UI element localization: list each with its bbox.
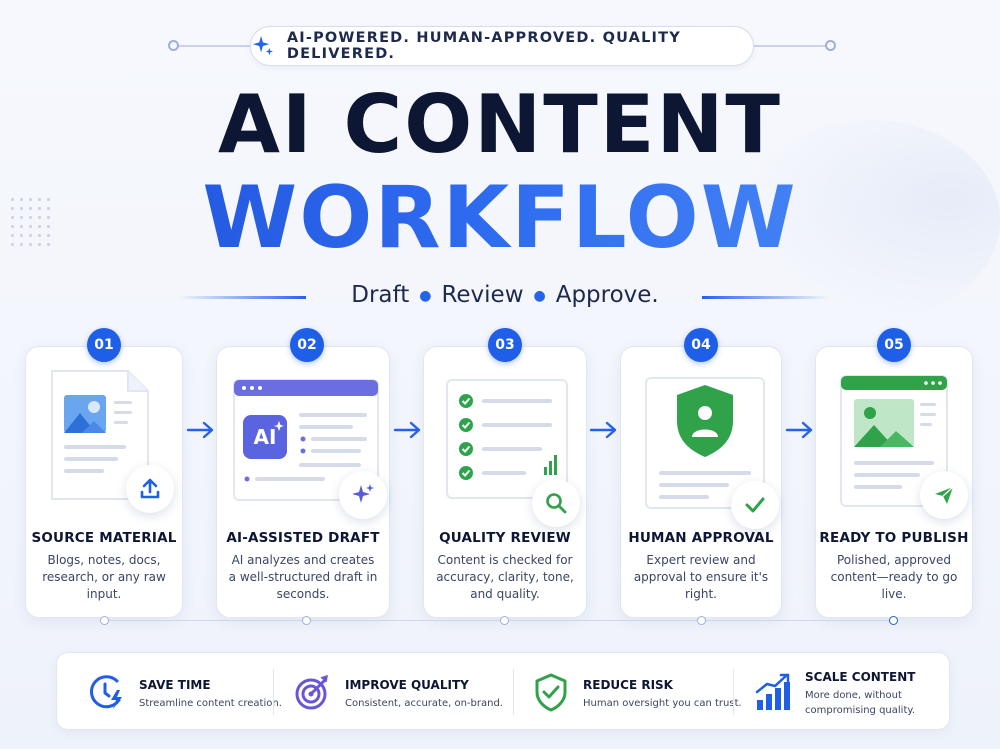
arrow-right-icon xyxy=(186,421,214,439)
review-search-button xyxy=(532,479,580,527)
step-number-badge: 01 xyxy=(87,328,121,362)
browser-window-icon xyxy=(233,379,379,501)
ai-sparkle-button xyxy=(339,471,387,519)
upload-button xyxy=(126,465,174,513)
benefit-description: Human oversight you can trust. xyxy=(583,698,742,709)
benefit-description-line2: compromising quality. xyxy=(805,705,916,716)
connector-dot xyxy=(500,616,509,625)
step-number-badge: 04 xyxy=(684,328,718,362)
step-title: QUALITY REVIEW xyxy=(439,530,571,546)
step-title: HUMAN APPROVAL xyxy=(628,530,774,546)
benefit-save-time: SAVE TIME Streamline content creation. xyxy=(87,653,287,731)
ai-label: AI xyxy=(253,425,277,449)
upload-icon xyxy=(140,478,160,499)
arrow-right-icon xyxy=(785,421,813,439)
sparkle-icon xyxy=(252,35,273,56)
checkmark-icon xyxy=(745,497,765,513)
step-card-source-material: SOURCE MATERIAL Blogs, notes, docs, rese… xyxy=(25,346,183,618)
target-icon xyxy=(295,674,328,710)
document-icon xyxy=(51,370,149,500)
subtitle-line-left xyxy=(178,296,306,299)
step-description: Polished, approved content—ready to go l… xyxy=(830,553,958,601)
approve-check-button xyxy=(731,481,779,529)
subtitle-separator: ● xyxy=(419,287,432,304)
subtitle-draft: Draft xyxy=(351,282,410,308)
step-card-ai-assisted-draft: AI AI-ASSISTED DRAFT AI analyzes and cre… xyxy=(216,346,390,618)
checklist-icon xyxy=(446,379,568,499)
benefit-title: SCALE CONTENT xyxy=(805,670,916,684)
benefit-divider xyxy=(733,669,734,715)
step-title: READY TO PUBLISH xyxy=(819,530,969,546)
benefit-description-line1: More done, without xyxy=(805,690,902,701)
growth-chart-icon xyxy=(755,673,790,710)
benefit-reduce-risk: REDUCE RISK Human oversight you can trus… xyxy=(531,653,742,731)
tagline-dot-right xyxy=(825,40,836,51)
tagline-text: AI-POWERED. HUMAN-APPROVED. QUALITY DELI… xyxy=(286,30,681,62)
benefit-scale-content: SCALE CONTENT More done, without comprom… xyxy=(753,653,943,731)
step-title: SOURCE MATERIAL xyxy=(31,530,177,546)
step-title: AI-ASSISTED DRAFT xyxy=(226,530,380,546)
sparkle-icon xyxy=(352,484,374,503)
benefit-divider xyxy=(513,669,514,715)
tagline-row: AI-POWERED. HUMAN-APPROVED. QUALITY DELI… xyxy=(168,26,836,66)
tagline-line-right xyxy=(746,45,830,47)
subtitle-separator: ● xyxy=(533,287,546,304)
published-page-icon xyxy=(840,375,948,507)
arrow-right-icon xyxy=(589,421,617,439)
title-line-2: WORKFLOW xyxy=(0,168,1000,268)
step-card-quality-review: QUALITY REVIEW Content is checked for ac… xyxy=(423,346,587,618)
approval-document-icon xyxy=(645,377,765,509)
step-card-ready-to-publish: READY TO PUBLISH Polished, approved cont… xyxy=(815,346,973,618)
decorative-dots xyxy=(8,195,56,251)
step-number-badge: 03 xyxy=(488,328,522,362)
subtitle: Draft ● Review ● Approve. xyxy=(320,282,690,308)
step-description: Expert review and approval to ensure it'… xyxy=(633,553,769,601)
publish-send-button xyxy=(920,471,968,519)
send-icon xyxy=(935,486,954,504)
step-number-badge: 02 xyxy=(290,328,324,362)
subtitle-review: Review xyxy=(441,282,524,308)
benefit-description: Consistent, accurate, on-brand. xyxy=(345,698,503,709)
step-description: AI analyzes and creates a well-structure… xyxy=(228,553,378,601)
benefit-description: Streamline content creation. xyxy=(139,698,282,709)
tagline-line-left xyxy=(174,45,258,47)
subtitle-line-right xyxy=(702,296,830,299)
benefit-divider xyxy=(273,669,274,715)
decorative-wave xyxy=(740,120,1000,320)
benefit-title: IMPROVE QUALITY xyxy=(345,678,469,692)
magnifier-icon xyxy=(546,493,567,514)
shield-check-icon xyxy=(535,673,567,712)
benefit-title: SAVE TIME xyxy=(139,678,211,692)
connector-dot xyxy=(302,616,311,625)
step-description: Content is checked for accuracy, clarity… xyxy=(436,553,574,601)
subtitle-approve: Approve. xyxy=(555,282,659,308)
step-card-human-approval: HUMAN APPROVAL Expert review and approva… xyxy=(620,346,782,618)
connector-dot xyxy=(889,616,898,625)
tagline-pill: AI-POWERED. HUMAN-APPROVED. QUALITY DELI… xyxy=(250,26,754,66)
step-number-badge: 05 xyxy=(877,328,911,362)
connector-dot xyxy=(697,616,706,625)
benefits-bar: SAVE TIME Streamline content creation. I… xyxy=(56,652,950,730)
arrow-right-icon xyxy=(393,421,421,439)
connector-dot xyxy=(100,616,109,625)
step-description: Blogs, notes, docs, research, or any raw… xyxy=(42,553,166,601)
title-line-1: AI CONTENT xyxy=(218,78,782,171)
clock-bolt-icon xyxy=(90,675,122,709)
benefit-title: REDUCE RISK xyxy=(583,678,673,692)
step-connector-line xyxy=(104,620,894,621)
benefit-improve-quality: IMPROVE QUALITY Consistent, accurate, on… xyxy=(293,653,503,731)
tagline-dot-left xyxy=(168,40,179,51)
subtitle-row: Draft ● Review ● Approve. xyxy=(0,282,1000,312)
